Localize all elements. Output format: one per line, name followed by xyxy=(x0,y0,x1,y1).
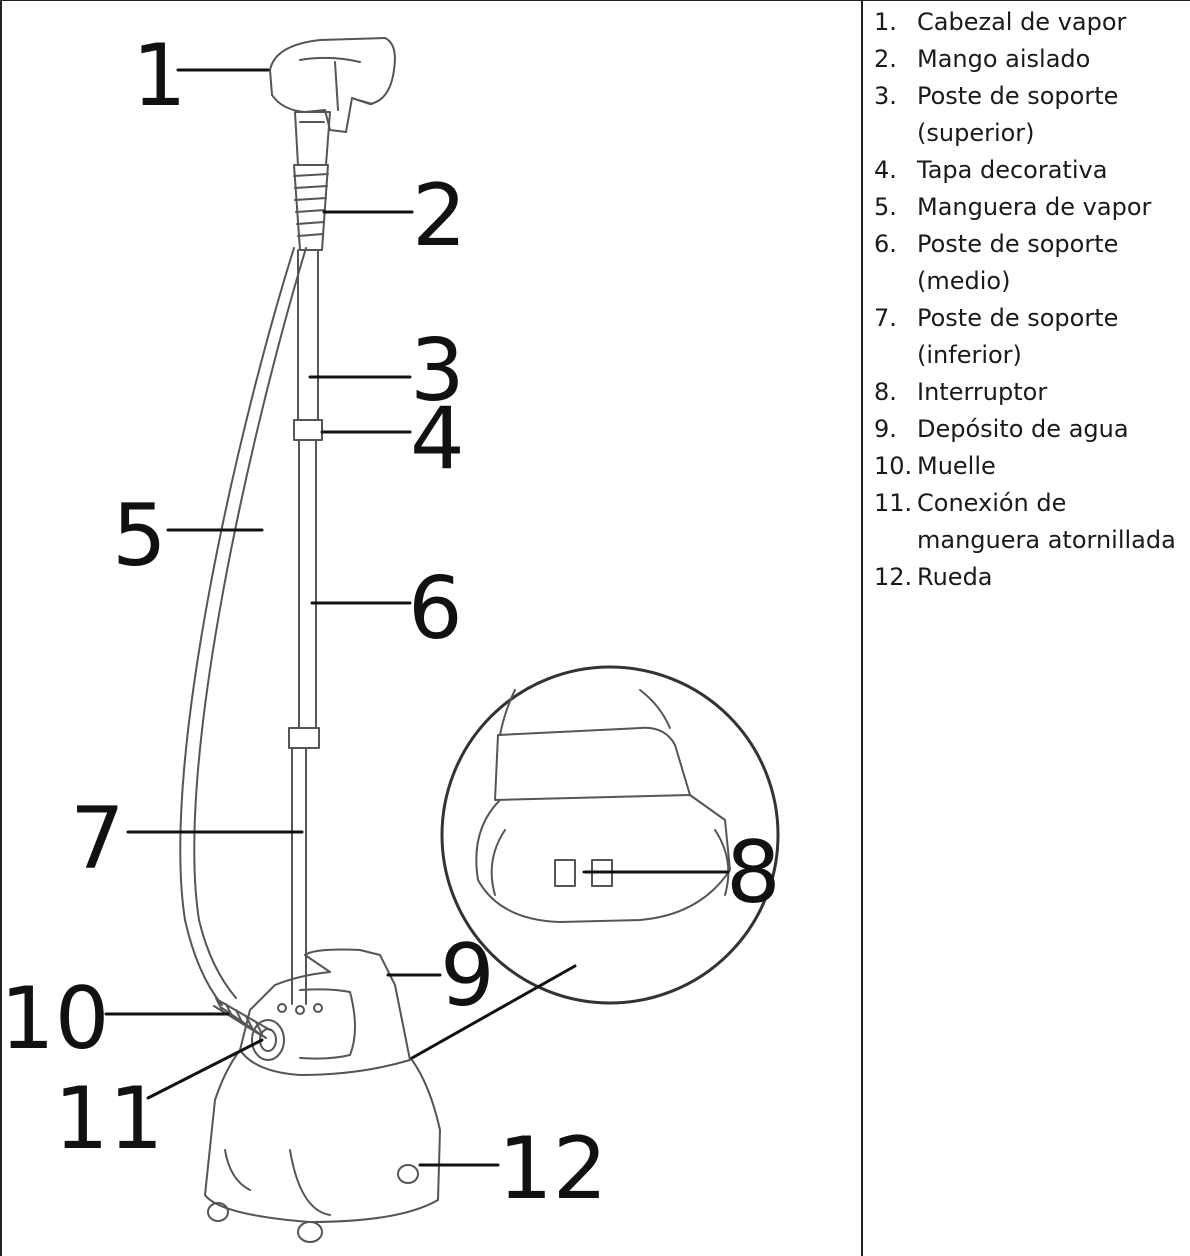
callout-5: 5 xyxy=(112,486,167,586)
leader-line-11 xyxy=(146,1038,264,1100)
parts-legend: 1.Cabezal de vapor 2.Mango aislado 3.Pos… xyxy=(874,4,1184,596)
callout-6: 6 xyxy=(408,559,463,659)
callout-7: 7 xyxy=(70,789,125,889)
hose-spring-drawing xyxy=(213,997,271,1039)
legend-item-6: 6.Poste de soporte (medio) xyxy=(874,226,1184,300)
column-divider xyxy=(861,0,863,1256)
callout-12: 12 xyxy=(498,1119,607,1219)
legend-text: Manguera de vapor xyxy=(917,193,1152,221)
handle-drawing xyxy=(294,111,331,166)
spring-grip-drawing xyxy=(293,164,329,251)
garment-steamer-diagram: 1 2 3 4 5 6 7 8 9 10 11 12 xyxy=(0,26,781,1243)
legend-item-11: 11.Conexión de manguera atornillada xyxy=(874,485,1184,559)
legend-item-7: 7.Poste de soporte (inferior) xyxy=(874,300,1184,374)
callout-10: 10 xyxy=(0,969,109,1069)
callout-8: 8 xyxy=(726,823,781,923)
decorative-cap-drawing xyxy=(293,419,323,441)
callout-numbers: 1 2 3 4 5 6 7 8 9 10 11 12 xyxy=(0,26,781,1219)
callout-2: 2 xyxy=(412,166,467,266)
legend-text: Rueda xyxy=(917,563,993,591)
legend-text: Poste de soporte (superior) xyxy=(917,82,1119,147)
leader-lines xyxy=(104,68,730,1167)
legend-text: Interruptor xyxy=(917,378,1048,406)
steam-hose-drawing xyxy=(179,247,307,1006)
legend-item-1: 1.Cabezal de vapor xyxy=(874,4,1184,41)
legend-item-3: 3.Poste de soporte (superior) xyxy=(874,78,1184,152)
legend-item-10: 10.Muelle xyxy=(874,448,1184,485)
callout-11: 11 xyxy=(54,1069,163,1169)
steam-head-drawing xyxy=(269,37,396,133)
middle-pole-drawing xyxy=(298,439,317,729)
legend-item-5: 5.Manguera de vapor xyxy=(874,189,1184,226)
legend-text: Poste de soporte (medio) xyxy=(917,230,1119,295)
legend-text: Tapa decorativa xyxy=(917,156,1108,184)
legend-text: Mango aislado xyxy=(917,45,1091,73)
base-drawing xyxy=(204,1049,441,1223)
legend-text: Poste de soporte (inferior) xyxy=(917,304,1119,369)
lower-pole-drawing xyxy=(291,747,307,1005)
legend-text: Cabezal de vapor xyxy=(917,8,1127,36)
legend-text: Conexión de manguera atornillada xyxy=(917,489,1176,554)
callout-1: 1 xyxy=(132,26,187,126)
legend-item-2: 2.Mango aislado xyxy=(874,41,1184,78)
hose-connection-drawing xyxy=(251,1019,285,1061)
callout-9: 9 xyxy=(440,926,495,1026)
wheels-drawing xyxy=(207,1164,419,1243)
water-tank-drawing xyxy=(239,948,411,1076)
legend-item-4: 4.Tapa decorativa xyxy=(874,152,1184,189)
callout-3: 3 xyxy=(410,321,465,421)
joint-collar-drawing xyxy=(288,727,320,749)
legend-text: Depósito de agua xyxy=(917,415,1129,443)
legend-item-9: 9.Depósito de agua xyxy=(874,411,1184,448)
upper-pole-drawing xyxy=(297,249,319,421)
legend-item-12: 12.Rueda xyxy=(874,559,1184,596)
closeup-pointer-line xyxy=(410,964,577,1060)
legend-text: Muelle xyxy=(917,452,996,480)
legend-item-8: 8.Interruptor xyxy=(874,374,1184,411)
callout-4: 4 xyxy=(410,389,465,489)
